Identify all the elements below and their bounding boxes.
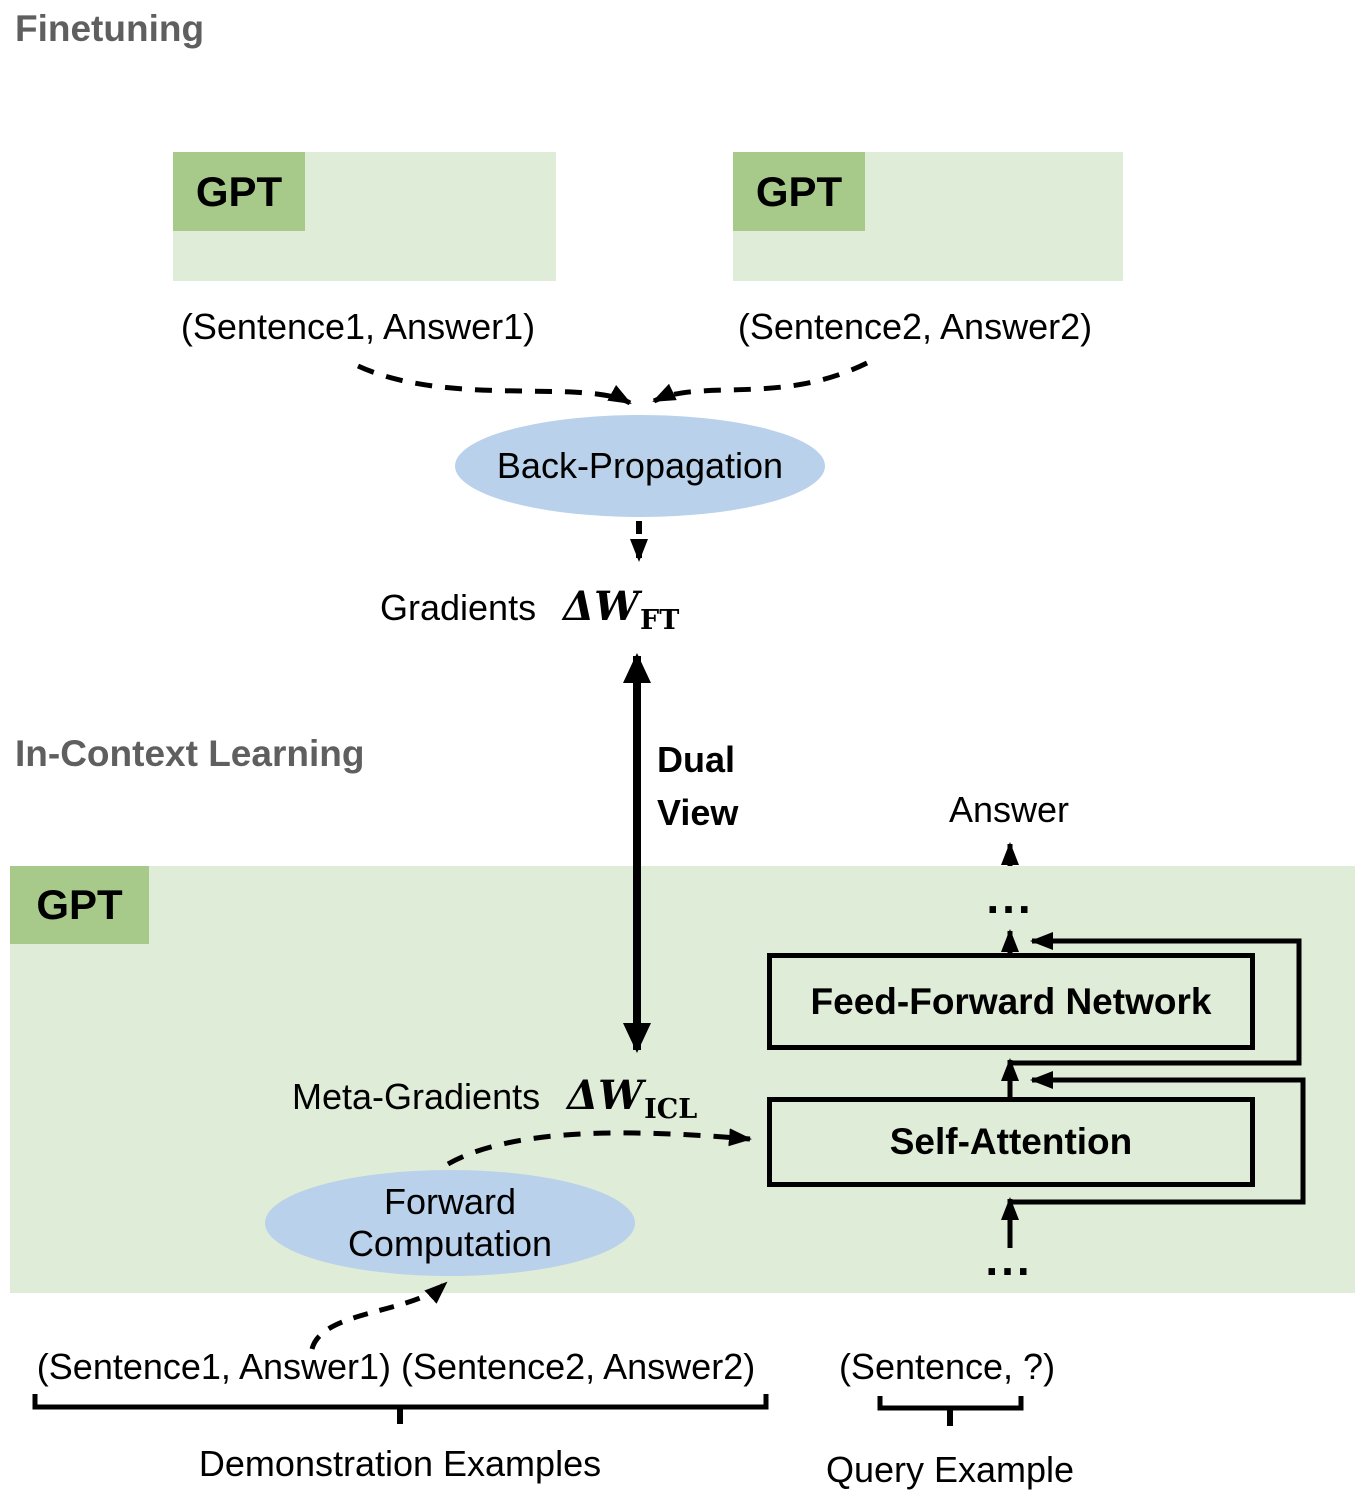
query-example-label: Query Example — [825, 1449, 1075, 1490]
gpt-box-1-label: GPT — [173, 152, 305, 231]
back-propagation-label: Back-Propagation — [496, 445, 784, 486]
ellipsis-bottom: ... — [985, 1233, 1033, 1285]
in-context-learning-heading: In-Context Learning — [15, 733, 365, 774]
pair2-to-backprop-dashed-arrow — [652, 360, 869, 404]
gradients-row: Gradients ΔWFT — [380, 583, 680, 636]
sentence2-answer2-caption: (Sentence2, Answer2) — [737, 306, 1093, 347]
demonstration-examples-text: (Sentence1, Answer1) (Sentence2, Answer2… — [36, 1346, 756, 1387]
gpt-icl-label: GPT — [10, 866, 149, 944]
gpt-box-2-label: GPT — [733, 152, 865, 231]
gpt-box-1: GPT — [173, 152, 556, 281]
dual-view-label: Dual View — [657, 739, 739, 833]
query-brace — [877, 1396, 1024, 1411]
meta-gradients-label: Meta-Gradients — [292, 1076, 541, 1117]
ellipsis-top: ... — [986, 871, 1034, 923]
demonstrations-brace — [32, 1394, 769, 1410]
gpt-box-2: GPT — [733, 152, 1123, 281]
gradients-label: Gradients — [380, 587, 537, 628]
meta-gradients-row: Meta-Gradients ΔWICL — [292, 1072, 698, 1125]
sentence1-answer1-caption: (Sentence1, Answer1) — [180, 306, 536, 347]
self-attention-block: Self-Attention — [767, 1097, 1255, 1187]
demonstration-examples-label: Demonstration Examples — [198, 1443, 602, 1484]
pair1-to-backprop-dashed-arrow — [356, 363, 632, 406]
delta-w-icl-symbol: ΔWICL — [567, 1072, 698, 1125]
finetuning-heading: Finetuning — [15, 8, 205, 49]
feed-forward-network-block: Feed-Forward Network — [767, 953, 1255, 1050]
query-example-text: (Sentence, ?) — [838, 1346, 1056, 1387]
back-propagation-ellipse: Back-Propagation — [455, 415, 825, 517]
answer-label: Answer — [948, 789, 1070, 830]
delta-w-ft-symbol: ΔWFT — [563, 583, 680, 636]
forward-computation-ellipse: Forward Computation — [265, 1170, 635, 1276]
